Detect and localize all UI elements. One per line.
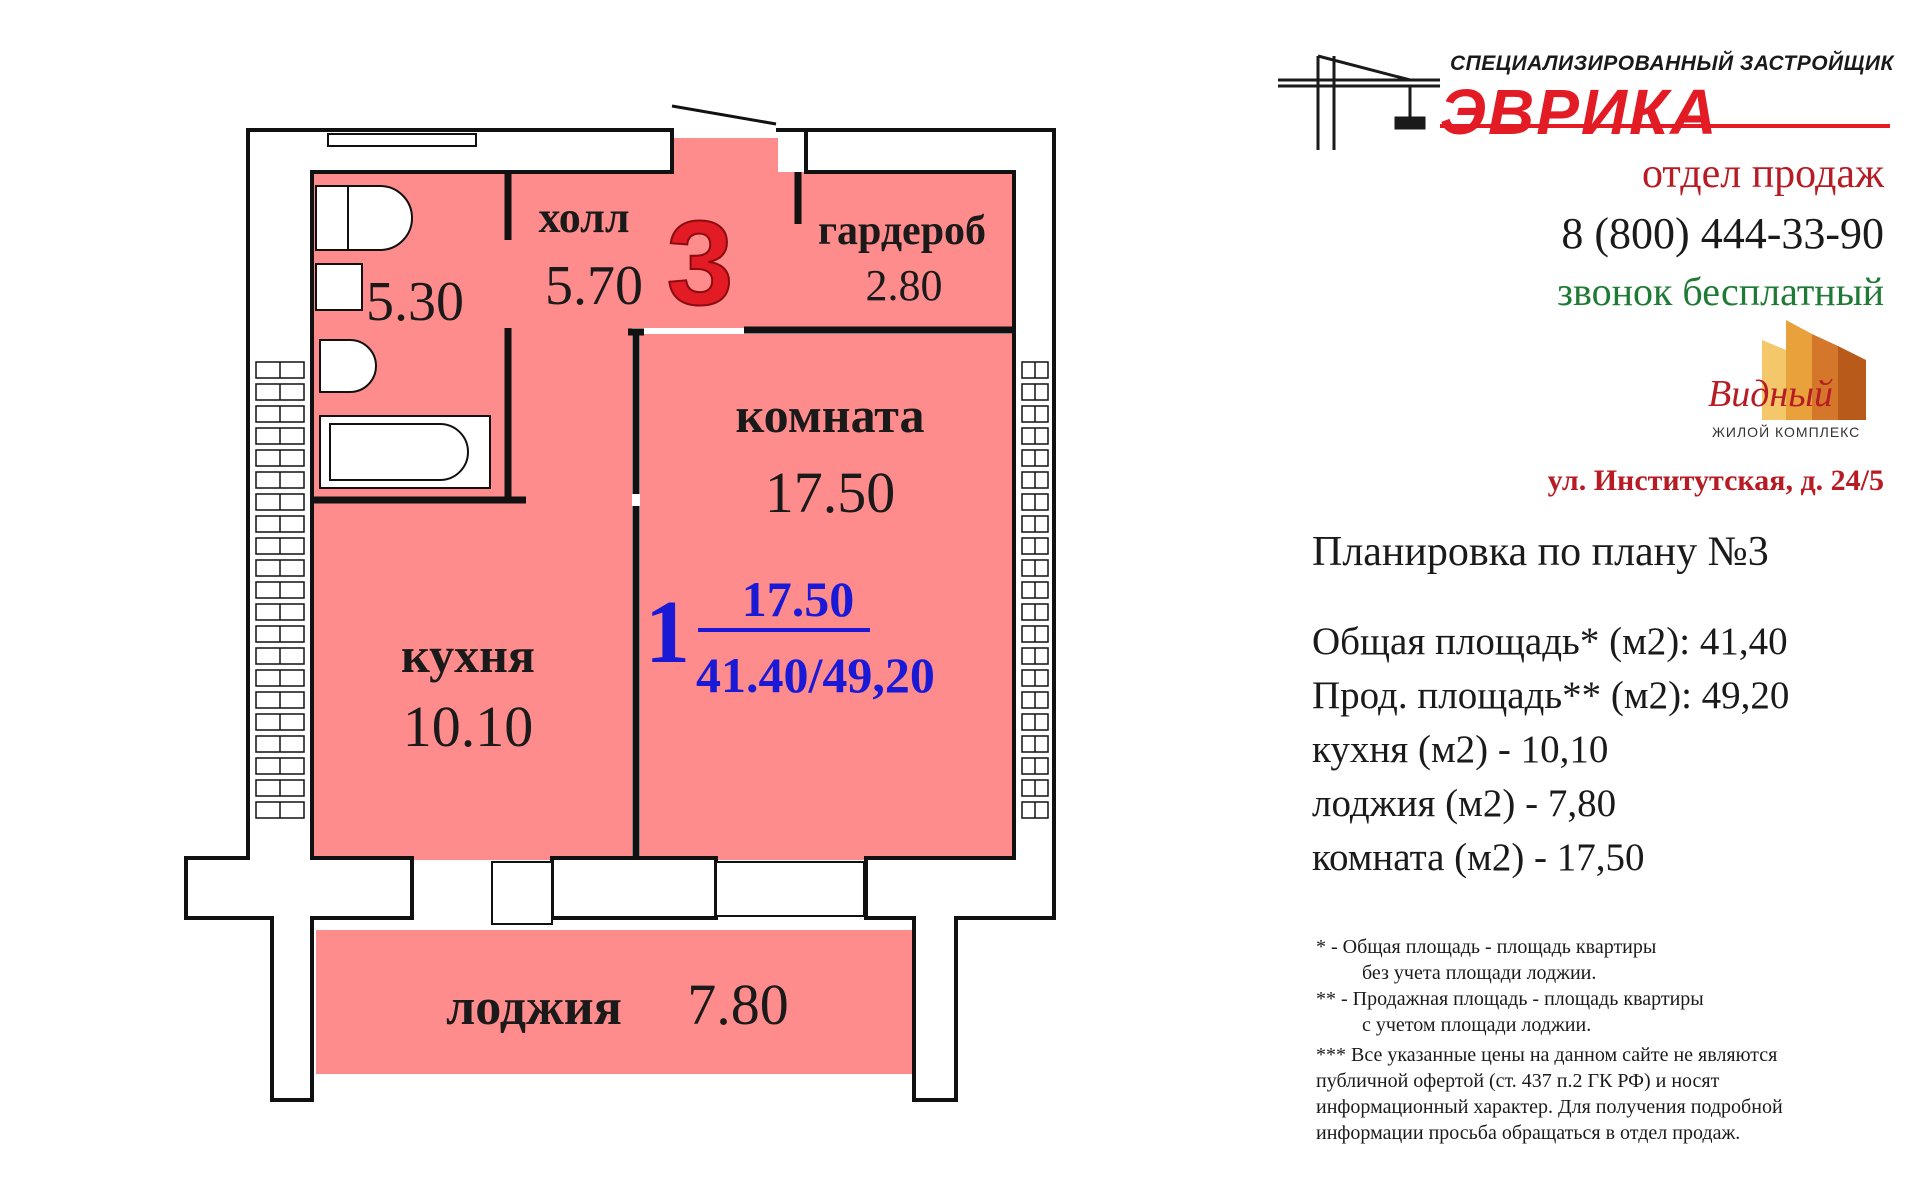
bathroom-fixtures — [315, 185, 491, 489]
loggia-label: лоджия — [446, 979, 622, 1036]
spec-total-area: Общая площадь* (м2): 41,40 — [1312, 620, 1788, 663]
kitchen-area: 10.10 — [403, 694, 534, 759]
shower-icon — [315, 263, 363, 311]
wardrobe-area-fill — [778, 172, 1014, 328]
spec-kitchen: кухня (м2) - 10,10 — [1312, 728, 1609, 771]
spec-room: комната (м2) - 17,50 — [1312, 836, 1645, 879]
spec-sale-area: Прод. площадь** (м2): 49,20 — [1312, 674, 1790, 717]
note-line: ** - Продажная площадь - площадь квартир… — [1316, 988, 1704, 1010]
brand-tagline: СПЕЦИАЛИЗИРОВАННЫЙ ЗАСТРОЙЩИК — [1450, 52, 1894, 75]
windows — [327, 133, 865, 925]
hall-area: 5.70 — [545, 255, 643, 317]
note-line: с учетом площади лоджии. — [1362, 1014, 1592, 1036]
apartment-number: 3 — [667, 196, 734, 330]
sales-department: отдел продаж — [1641, 151, 1884, 197]
note-line: *** Все указанные цены на данном сайте н… — [1316, 1044, 1778, 1066]
walls — [184, 128, 1056, 1102]
room-area: 17.50 — [765, 460, 896, 525]
specs-list: Общая площадь* (м2): 41,40 Прод. площадь… — [1312, 615, 1789, 885]
middle-bottom-wall — [550, 856, 718, 920]
room-labels: 5.30 холл 5.70 3 гардероб 2.80 комната 1… — [366, 193, 986, 1037]
loggia-area: 7.80 — [687, 972, 789, 1037]
entrance-door — [671, 104, 777, 126]
crane-logo-icon — [1278, 54, 1890, 150]
free-call-note: звонок бесплатный — [1557, 269, 1884, 314]
brand-name: ЭВРИКА — [1440, 76, 1719, 148]
complex-building-icon — [1762, 320, 1866, 420]
toilet-icon — [315, 185, 413, 251]
living-area: 17.50 — [742, 571, 855, 627]
note-line: информационный характер. Для получения п… — [1316, 1096, 1783, 1118]
interior-walls — [312, 172, 1014, 860]
complex-name: Видный — [1708, 373, 1834, 415]
total-area: 41.40/49,20 — [696, 647, 935, 703]
wardrobe-label: гардероб — [818, 208, 986, 254]
top-window — [327, 133, 477, 147]
room-fills — [312, 138, 1014, 1074]
room-area-fill — [640, 334, 1014, 860]
note-line: без учета площади лоджии. — [1362, 962, 1597, 984]
note-line: публичной офертой (ст. 437 п.2 ГК РФ) и … — [1316, 1070, 1720, 1092]
plan-title: Планировка по плану №3 — [1312, 529, 1769, 575]
footnotes: * - Общая площадь - площадь квартиры без… — [1316, 934, 1896, 1146]
left-radiators — [255, 361, 305, 819]
corridor-area-fill — [508, 328, 632, 540]
kitchen-window — [491, 861, 553, 925]
room-window — [715, 861, 865, 917]
rooms-count: 1 — [645, 583, 690, 682]
area-summary: 1 17.50 41.40/49,20 — [645, 571, 935, 703]
right-outer-wall — [776, 128, 1056, 1102]
loggia-area-fill — [316, 930, 912, 1074]
left-outer-wall — [184, 128, 674, 1102]
address: ул. Институтская, д. 24/5 — [1547, 464, 1884, 497]
bathroom-area: 5.30 — [366, 271, 464, 333]
complex-subtitle: ЖИЛОЙ КОМПЛЕКС — [1712, 424, 1861, 440]
kitchen-label: кухня — [401, 627, 535, 683]
note-line: * - Общая площадь - площадь квартиры — [1316, 936, 1657, 958]
hall-label: холл — [538, 193, 629, 242]
right-radiators — [1021, 361, 1049, 819]
kitchen-area-fill — [312, 500, 632, 860]
wardrobe-area: 2.80 — [866, 261, 943, 310]
note-line: информации просьба обращаться в отдел пр… — [1316, 1122, 1741, 1144]
phone-number[interactable]: 8 (800) 444-33-90 — [1561, 209, 1884, 258]
sink-icon — [319, 339, 377, 393]
spec-loggia: лоджия (м2) - 7,80 — [1312, 782, 1617, 825]
room-label: комната — [736, 387, 925, 443]
